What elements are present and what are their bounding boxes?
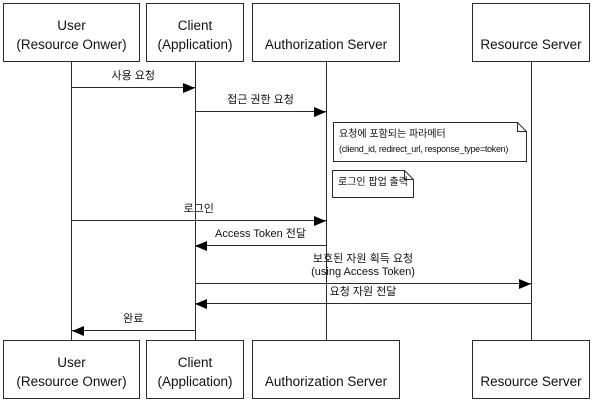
actor-box-auth-top: Authorization Server	[252, 3, 400, 62]
actor-box-auth-bottom: Authorization Server	[252, 340, 400, 399]
actor-label-line: Client	[177, 355, 213, 370]
message-label: 요청 자원 전달	[195, 286, 531, 299]
note-text-line: (cliend_id, redirect_url, response_type=…	[339, 144, 509, 154]
actor-box-resource-bottom: Resource Server	[472, 340, 590, 399]
actor-label-line: User	[57, 18, 86, 33]
message-arrowhead	[195, 240, 207, 251]
lifeline-resource	[530, 62, 532, 340]
message-line	[195, 303, 531, 304]
actor-label-line: Authorization Server	[264, 374, 388, 389]
message-line	[195, 283, 531, 284]
message-arrowhead	[314, 106, 326, 117]
actor-label-line: Resource Server	[480, 374, 582, 389]
message-label: 접근 권한 요청	[195, 94, 326, 107]
actor-box-user-bottom: User (Resource Onwer)	[3, 340, 140, 399]
message-label-line: (using Access Token)	[311, 266, 415, 278]
actor-label-line: (Application)	[157, 374, 233, 389]
message-label-line: 접근 권한 요청	[227, 94, 294, 106]
message-label: 로그인	[72, 203, 327, 216]
message-label-line: 로그인	[183, 203, 214, 215]
message-line	[195, 245, 326, 246]
actor-box-resource-top: Resource Server	[472, 3, 590, 62]
note-text-line: 요청에 포함되는 파라메터	[339, 129, 446, 140]
message-arrowhead	[71, 325, 84, 336]
actor-label-line: Authorization Server	[264, 37, 388, 52]
message-label: 완료	[72, 313, 196, 326]
note-shape	[333, 122, 527, 162]
message-label: 사용 요청	[72, 70, 196, 83]
actor-box-client-top: Client (Application)	[146, 3, 244, 62]
lifeline-auth	[325, 62, 327, 340]
note-text: 요청에 포함되는 파라메터 (cliend_id, redirect_url, r…	[333, 122, 527, 156]
note-shape	[332, 170, 414, 198]
message-arrowhead	[183, 82, 195, 93]
message-label-line: 보호된 자원 획득 요청	[312, 253, 414, 265]
message-label-line: Access Token 전달	[215, 228, 306, 240]
actor-label-line: (Resource Onwer)	[16, 374, 127, 389]
message-line	[71, 220, 326, 221]
note-fold-icon	[404, 170, 414, 180]
message-label-line: 요청 자원 전달	[329, 286, 397, 298]
message-arrowhead	[519, 278, 531, 289]
message-line	[71, 330, 195, 331]
note-box: 로그인 팝업 출력	[332, 170, 414, 198]
actor-label-line: Resource Server	[480, 37, 582, 52]
actor-label-line: Client	[177, 18, 213, 33]
message-arrowhead	[314, 215, 326, 226]
actor-label-line: User	[57, 355, 86, 370]
message-label-line: 사용 요청	[111, 70, 156, 82]
lifeline-user	[71, 62, 72, 340]
actor-box-user-top: User (Resource Onwer)	[3, 3, 140, 62]
note-text-line: 로그인 팝업 출력	[338, 177, 408, 188]
note-text: 로그인 팝업 출력	[332, 170, 414, 190]
actor-label-line: (Resource Onwer)	[16, 37, 127, 52]
note-box: 요청에 포함되는 파라메터 (cliend_id, redirect_url, r…	[333, 122, 527, 162]
actor-label-line: (Application)	[157, 37, 233, 52]
lifeline-client	[194, 62, 196, 340]
actor-box-client-bottom: Client (Application)	[146, 340, 244, 399]
message-label: Access Token 전달	[195, 228, 326, 241]
message-label: 보호된 자원 획득 요청(using Access Token)	[195, 253, 531, 279]
message-line	[195, 111, 326, 112]
message-label-line: 완료	[123, 313, 144, 325]
note-fold-icon	[517, 122, 527, 132]
message-arrowhead	[195, 298, 207, 309]
message-line	[71, 87, 195, 88]
